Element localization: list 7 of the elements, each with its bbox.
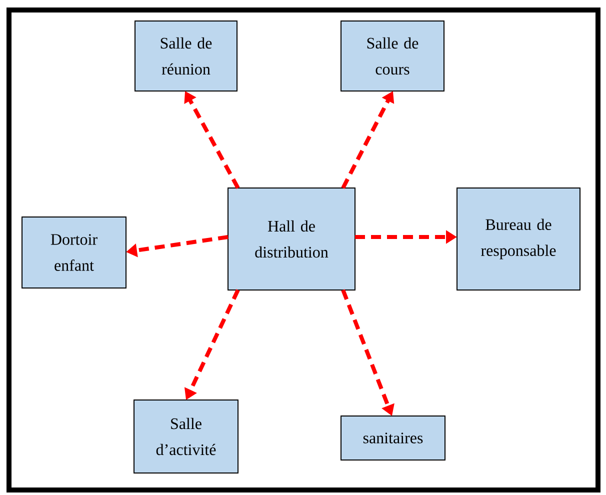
room-box: Hall de distribution	[228, 188, 356, 290]
room-box: Dortoir enfant	[22, 216, 126, 288]
room-box: Salle de réunion	[134, 20, 238, 92]
room-box: Salle de cours	[340, 20, 444, 92]
room-box: Salle d’activité	[134, 399, 238, 474]
room-box: sanitaires	[340, 415, 446, 460]
room-box: Bureau de responsable	[456, 188, 580, 290]
